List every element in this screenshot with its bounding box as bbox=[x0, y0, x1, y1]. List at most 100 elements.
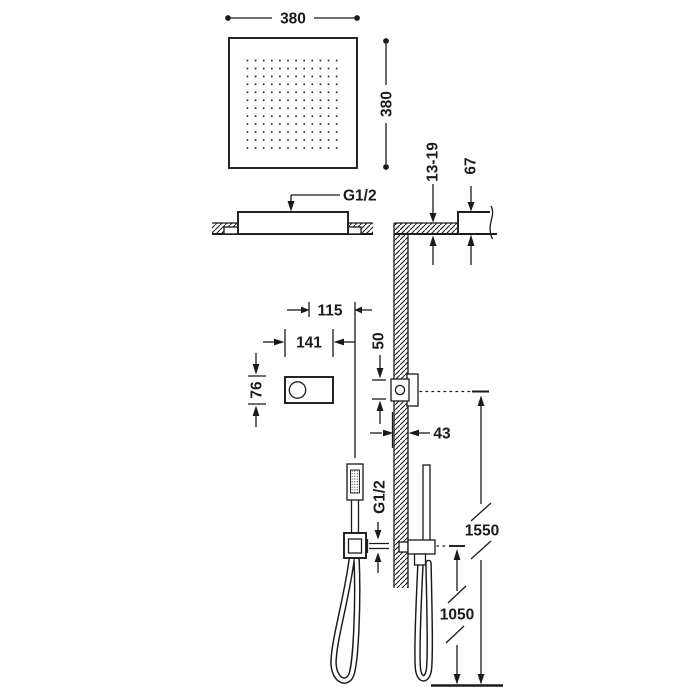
spray-nozzle-dot bbox=[262, 67, 265, 70]
dim-control-height: 76 bbox=[248, 353, 266, 427]
dim-end-dot bbox=[225, 15, 231, 21]
spray-nozzle-dot bbox=[295, 59, 297, 62]
arrow-up-icon bbox=[477, 395, 485, 406]
spray-nozzle-dot bbox=[262, 139, 265, 141]
spray-nozzle-dot bbox=[335, 131, 338, 133]
spray-nozzle-dot bbox=[287, 67, 289, 70]
spray-nozzle-dot bbox=[287, 91, 289, 94]
control-button-circle bbox=[288, 381, 307, 399]
flange-lip bbox=[346, 226, 362, 235]
spray-nozzle-dot bbox=[287, 139, 289, 141]
spray-nozzle-dot bbox=[311, 123, 314, 125]
spray-nozzle-dot bbox=[279, 83, 281, 86]
spray-nozzle-dot bbox=[335, 139, 338, 141]
spray-nozzle-dot bbox=[295, 75, 297, 78]
arrow-down-icon bbox=[252, 364, 260, 375]
spray-nozzle-dot bbox=[311, 83, 314, 86]
spray-nozzle-dot bbox=[335, 67, 338, 70]
spray-nozzle-dot bbox=[295, 107, 297, 109]
spray-nozzle-dot bbox=[327, 67, 330, 70]
arrow-up-icon bbox=[376, 400, 384, 411]
spray-nozzle-dot bbox=[271, 59, 273, 62]
spray-nozzle-dot bbox=[287, 115, 289, 117]
spray-nozzle-dot bbox=[311, 91, 314, 94]
spray-nozzle-dot bbox=[311, 107, 314, 109]
spray-nozzle-dot bbox=[279, 123, 281, 125]
spray-nozzle-dot bbox=[254, 59, 257, 62]
spray-nozzle-dot bbox=[319, 123, 322, 125]
spray-nozzle-dot bbox=[246, 75, 249, 78]
spray-nozzle-dot bbox=[287, 131, 289, 133]
spray-nozzle-dot bbox=[246, 123, 249, 125]
spray-nozzle-dot bbox=[303, 75, 305, 78]
spray-nozzle-dot bbox=[335, 147, 338, 149]
spray-nozzle-dot bbox=[319, 131, 322, 133]
arrow-up-icon bbox=[374, 552, 382, 562]
spray-nozzle-dot bbox=[271, 131, 273, 133]
ceiling-mount-front bbox=[212, 211, 373, 235]
control-width-label: 141 bbox=[296, 335, 322, 352]
spray-nozzle-dot bbox=[287, 99, 289, 102]
spray-nozzle-dot bbox=[271, 91, 273, 94]
spray-nozzle-dot bbox=[327, 139, 330, 141]
spray-nozzle-dot bbox=[311, 59, 314, 62]
spray-nozzle-dot bbox=[335, 99, 338, 102]
spray-nozzle-dot bbox=[327, 83, 330, 86]
head-width-label: 380 bbox=[280, 11, 306, 28]
spray-nozzle-dot bbox=[311, 139, 314, 141]
dim-hose-thread: G1/2 bbox=[366, 480, 389, 573]
spray-nozzle-dot bbox=[271, 115, 273, 117]
break-slash bbox=[445, 625, 465, 644]
spray-nozzle-dot bbox=[327, 99, 330, 102]
arrow-up-icon bbox=[453, 549, 461, 560]
control-offset-label: 115 bbox=[317, 303, 342, 320]
control-button-side bbox=[394, 384, 406, 396]
spray-nozzle-dot bbox=[262, 83, 265, 86]
break-slash bbox=[470, 540, 492, 560]
spray-nozzle-dot bbox=[303, 59, 305, 62]
shower-head-front bbox=[228, 37, 358, 169]
spray-nozzle-dot bbox=[254, 91, 257, 94]
spray-nozzle-dot bbox=[254, 147, 257, 149]
spray-nozzle-dot bbox=[319, 83, 322, 86]
arrow-right-icon bbox=[383, 429, 394, 437]
dim-outlet-box: 50 bbox=[371, 332, 388, 424]
spray-nozzle-dot bbox=[246, 147, 249, 149]
spray-nozzle-dot bbox=[303, 107, 305, 109]
handshower-bracket-opening bbox=[347, 538, 363, 554]
dim-handshower-floor-height: 1050 bbox=[440, 549, 474, 685]
dim-head-depth: 67 bbox=[463, 157, 480, 265]
spray-nozzle-dot bbox=[271, 147, 273, 149]
spray-nozzle-dot bbox=[335, 91, 338, 94]
spray-nozzle-dot bbox=[311, 75, 314, 78]
arrow-down-icon bbox=[376, 368, 384, 379]
spray-nozzle-dot bbox=[319, 67, 322, 70]
spray-nozzle-dot bbox=[279, 107, 281, 109]
spray-nozzle-dot bbox=[295, 123, 297, 125]
spray-nozzle-dot bbox=[262, 131, 265, 133]
spray-nozzle-dot bbox=[311, 115, 314, 117]
spray-nozzle-dot bbox=[262, 107, 265, 109]
spray-nozzle-dot bbox=[271, 75, 273, 78]
dim-control-floor-height: 1550 bbox=[465, 395, 499, 685]
head-body-front bbox=[237, 211, 349, 235]
spray-nozzle-dot bbox=[279, 147, 281, 149]
handshower-front bbox=[330, 463, 367, 684]
spray-nozzle-dot bbox=[303, 139, 305, 141]
spray-nozzle-dot bbox=[246, 115, 249, 117]
spray-nozzle-dot bbox=[319, 107, 322, 109]
break-slash bbox=[447, 585, 467, 604]
handshower-support bbox=[407, 539, 436, 555]
spray-nozzle-dot bbox=[246, 99, 249, 102]
spray-nozzle-dot bbox=[335, 115, 338, 117]
spray-nozzle-dot bbox=[254, 123, 257, 125]
shower-head-side bbox=[457, 205, 494, 240]
arrow-left-icon bbox=[408, 429, 419, 437]
spray-nozzle-dot bbox=[246, 107, 249, 109]
spray-nozzle-dot bbox=[327, 75, 330, 78]
spray-nozzle-dot bbox=[271, 139, 273, 141]
spray-nozzle-dot bbox=[271, 83, 273, 86]
spray-nozzle-dot bbox=[311, 99, 314, 102]
spray-nozzle-dot bbox=[246, 91, 249, 94]
